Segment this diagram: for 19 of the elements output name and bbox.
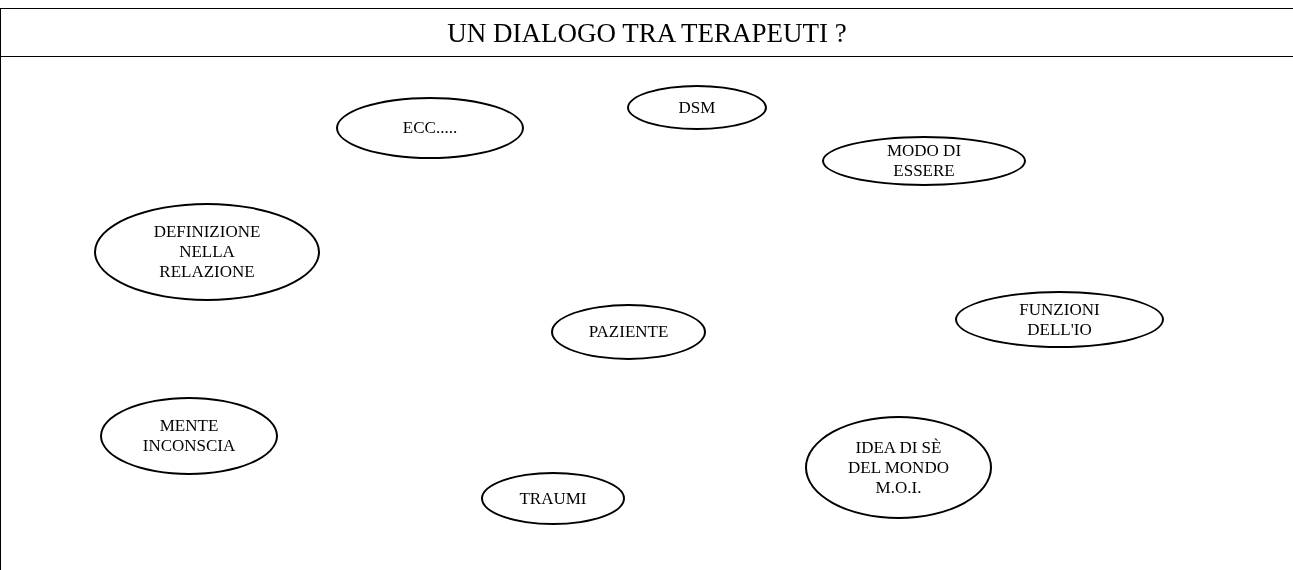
concept-ellipse <box>100 397 278 475</box>
concept-label: MODO DI ESSERE <box>885 141 963 181</box>
concept-ellipse <box>551 304 706 360</box>
concept-label: DEFINIZIONE NELLA RELAZIONE <box>152 222 262 282</box>
concept-label: FUNZIONI DELL'IO <box>1018 299 1101 340</box>
concept-label: TRAUMI <box>519 488 587 509</box>
concept-ellipse <box>94 203 320 301</box>
concept-ellipse <box>822 136 1026 186</box>
concept-label: MENTE INCONSCIA <box>141 416 237 456</box>
concept-label: PAZIENTE <box>588 322 669 342</box>
concept-ellipse <box>336 97 524 159</box>
concept-label: DSM <box>678 97 716 118</box>
concept-label: ECC..... <box>402 118 458 138</box>
concept-ellipse <box>805 416 992 519</box>
slide-title: UN DIALOGO TRA TERAPEUTI ? <box>1 9 1293 57</box>
concept-ellipse <box>481 472 625 525</box>
concept-label: IDEA DI SÈ DEL MONDO M.O.I. <box>847 437 950 498</box>
concept-ellipse <box>627 85 767 130</box>
concept-ellipse <box>955 291 1164 348</box>
